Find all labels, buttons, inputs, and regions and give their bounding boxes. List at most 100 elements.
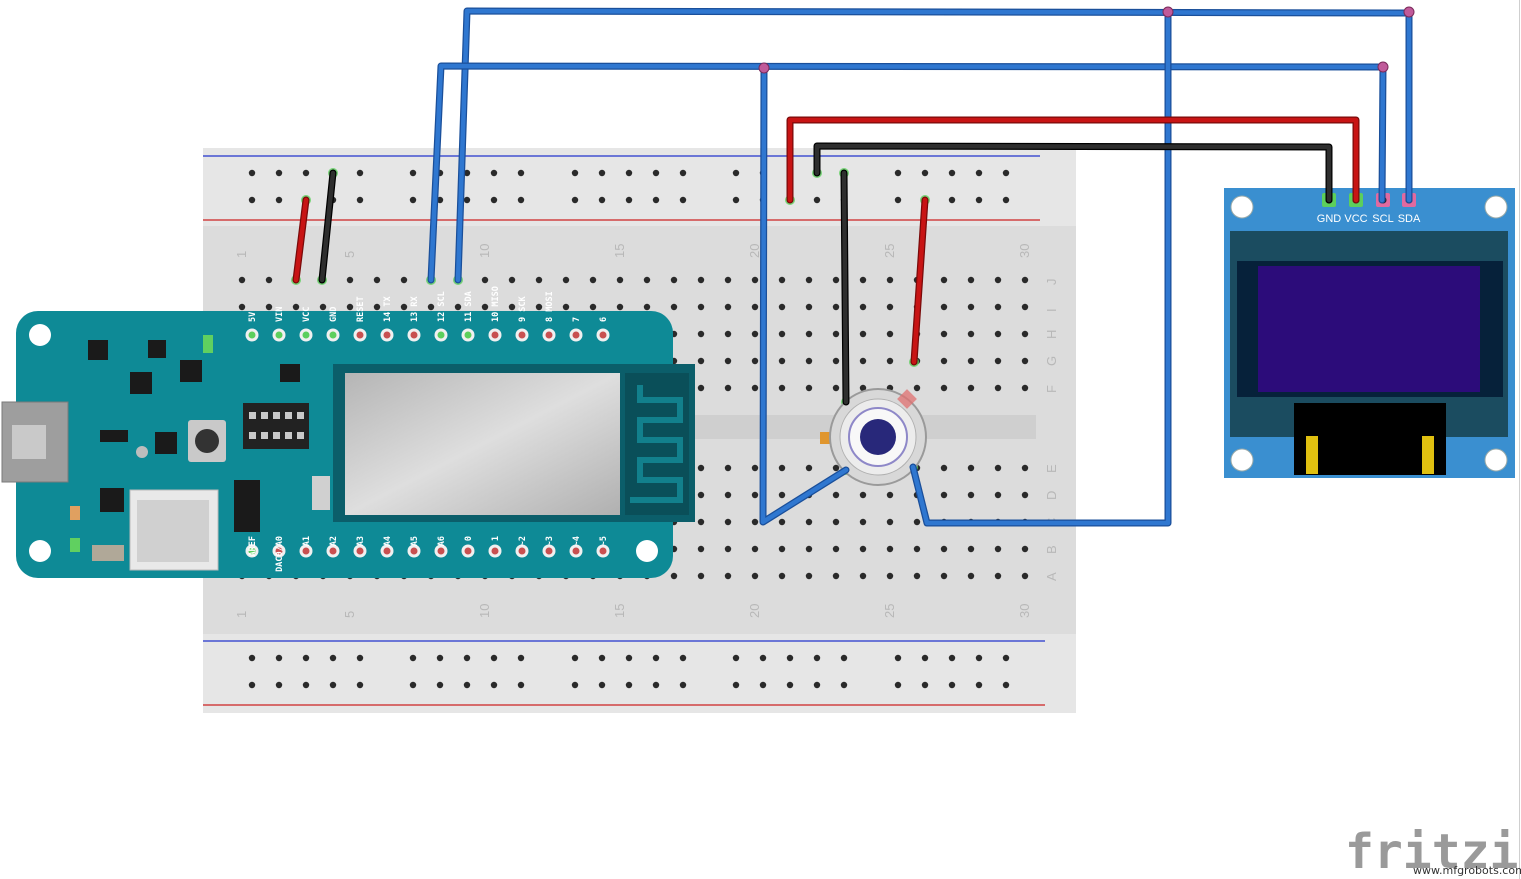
breadboard-hole: [940, 384, 948, 392]
breadboard-hole: [1021, 545, 1029, 553]
breadboard-hole: [697, 491, 705, 499]
breadboard-hole: [724, 545, 732, 553]
breadboard-hole: [778, 572, 786, 580]
arduino-pin-label-top: 13 RX: [410, 296, 420, 322]
header-pin: [249, 432, 256, 439]
rail-hole: [248, 681, 256, 689]
oled-pin-label: VCC: [1344, 213, 1367, 225]
arduino-pin-label-top: 6: [599, 317, 609, 322]
arduino-pin-label-top: 8 MOSI: [545, 291, 555, 322]
breadboard-hole: [886, 357, 894, 365]
fritzing-logo: fritzing: [1345, 824, 1521, 879]
rail-hole: [840, 654, 848, 662]
breadboard-hole: [940, 491, 948, 499]
wire-sda-fill: [455, 8, 1412, 283]
breadboard-hole: [292, 303, 300, 311]
breadboard-hole: [697, 572, 705, 580]
wire-encoder-clk-fill: [760, 65, 849, 525]
wire-arduino-vcc-fill: [293, 197, 309, 283]
oled-ribbon-tab-right: [1422, 436, 1434, 474]
breadboard-hole: [967, 276, 975, 284]
breadboard-hole: [805, 357, 813, 365]
breadboard-hole: [1021, 276, 1029, 284]
breadboard-hole: [508, 276, 516, 284]
rail-hole: [625, 654, 633, 662]
rail-hole: [517, 681, 525, 689]
breadboard-hole: [724, 276, 732, 284]
breadboard-hole: [265, 303, 273, 311]
header-pin: [261, 432, 268, 439]
breadboard-hole: [751, 572, 759, 580]
junction-scl: [758, 62, 770, 74]
breadboard-hole: [751, 545, 759, 553]
rail-hole: [732, 196, 740, 204]
breadboard-hole: [913, 518, 921, 526]
arduino-pin-label-bottom: ~3: [545, 536, 555, 546]
breadboard-hole: [778, 357, 786, 365]
rail-hole: [948, 654, 956, 662]
arduino-pin-label-bottom: AREF: [248, 536, 258, 556]
rail-hole: [302, 654, 310, 662]
breadboard-hole: [940, 357, 948, 365]
rail-hole: [598, 681, 606, 689]
header-pin: [249, 412, 256, 419]
arduino-pin-bottom-hole: [356, 547, 364, 555]
rail-hole: [1002, 654, 1010, 662]
arduino-pin-label-bottom: A6: [437, 536, 447, 546]
breadboard-hole: [535, 276, 543, 284]
rail-hole: [652, 681, 660, 689]
wire-gnd-oled-fill: [814, 143, 1332, 203]
breadboard-hole: [994, 357, 1002, 365]
rail-hole: [248, 196, 256, 204]
arduino-pin-label-top: VIN: [275, 307, 285, 322]
header-pin: [297, 432, 304, 439]
oled-pin-label: SCL: [1372, 213, 1393, 225]
rail-hole: [356, 169, 364, 177]
breadboard-hole: [562, 276, 570, 284]
rail-hole: [463, 654, 471, 662]
breadboard-hole: [994, 545, 1002, 553]
row-letter: I: [1044, 308, 1059, 312]
header-pin: [273, 412, 280, 419]
rail-hole: [625, 169, 633, 177]
bend-scl: [1377, 61, 1389, 73]
rail-hole: [490, 681, 498, 689]
breadboard-hole: [238, 303, 246, 311]
breadboard-hole: [886, 545, 894, 553]
rail-hole: [356, 654, 364, 662]
row-letter: J: [1044, 279, 1059, 286]
oled-hole-bl: [1230, 448, 1254, 472]
breadboard-hole: [1021, 464, 1029, 472]
rail-hole: [652, 196, 660, 204]
breadboard-hole: [751, 518, 759, 526]
breadboard-hole: [832, 491, 840, 499]
breadboard-hole: [427, 303, 435, 311]
rail-hole: [571, 169, 579, 177]
breadboard-hole: [670, 303, 678, 311]
breadboard-hole: [859, 303, 867, 311]
arduino-pin-top-hole: [302, 331, 310, 339]
wire-vcc-oled-fill: [787, 117, 1359, 203]
arduino-pin-top-hole: [437, 331, 445, 339]
breadboard-hole: [751, 491, 759, 499]
encoder-tab: [820, 432, 832, 444]
debug-header: [243, 403, 309, 449]
arduino-pin-label-bottom: A1: [302, 536, 312, 546]
chip-small-2: [100, 488, 124, 512]
led-power: [203, 335, 213, 353]
column-number-bottom: 15: [612, 604, 627, 618]
breadboard-hole: [697, 357, 705, 365]
column-number-top: 30: [1017, 244, 1032, 258]
breadboard-hole: [805, 303, 813, 311]
arduino-pin-top-hole: [248, 331, 256, 339]
header-pin: [285, 412, 292, 419]
rail-hole: [571, 681, 579, 689]
breadboard-hole: [481, 303, 489, 311]
row-letter: D: [1044, 491, 1059, 500]
breadboard-hole: [724, 384, 732, 392]
rail-hole: [248, 169, 256, 177]
breadboard-hole: [1021, 357, 1029, 365]
breadboard-hole: [751, 464, 759, 472]
